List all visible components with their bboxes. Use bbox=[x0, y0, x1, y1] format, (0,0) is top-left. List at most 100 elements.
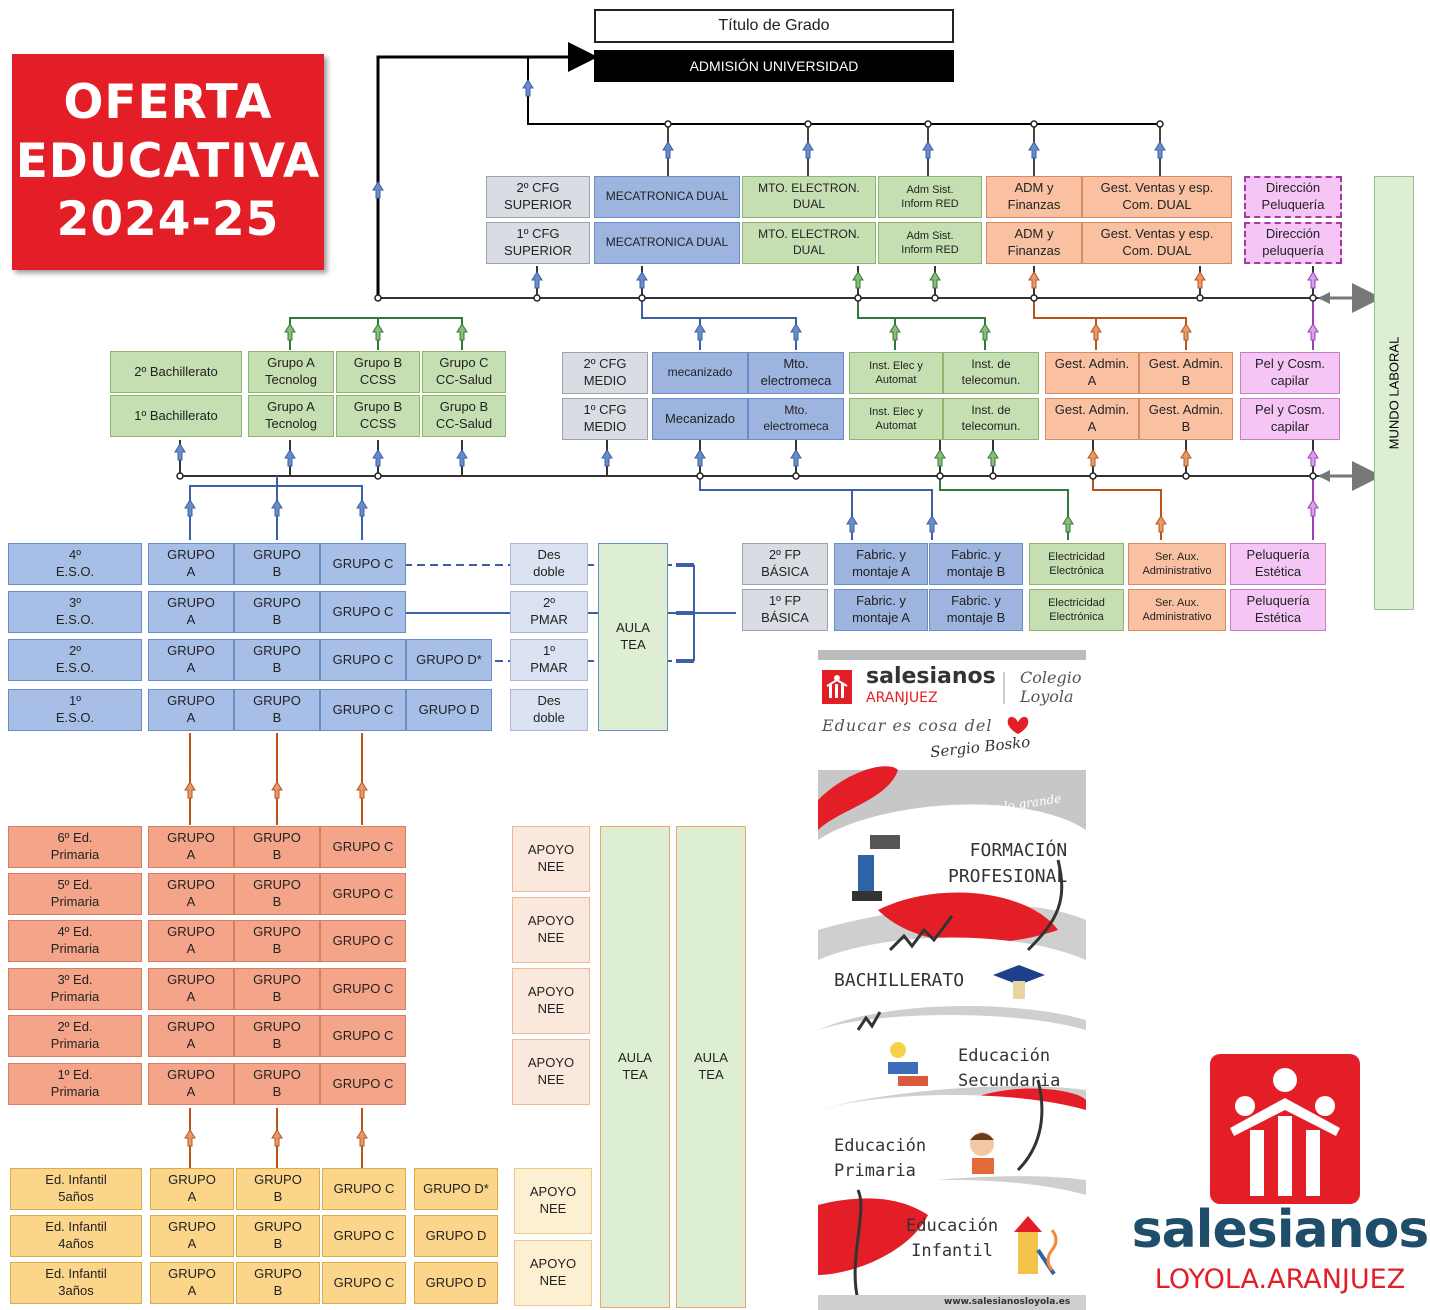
cfg-medio-1-gest-admin-b: Gest. Admin. B bbox=[1139, 398, 1233, 440]
inf-4-grupo-c: GRUPO C bbox=[322, 1215, 406, 1257]
poster-stage-infantil: Educación Infantil bbox=[906, 1216, 999, 1261]
cfg-superior-2-direccion-peluqueria: Dirección Peluquería bbox=[1244, 176, 1342, 218]
cfg-superior-1-adm-finanzas: ADM y Finanzas bbox=[986, 222, 1082, 264]
bach-2-grupo-c: Grupo C CC-Salud bbox=[422, 351, 506, 393]
cfg-superior-1-direccion-peluqueria: Dirección peluquería bbox=[1244, 222, 1342, 264]
fp-basica-1-electricidad: Electricidad Electrónica bbox=[1029, 589, 1124, 631]
cfg-superior-2-mecatronica: MECATRONICA DUAL bbox=[594, 176, 740, 218]
poster-colegio: Colegio Loyola bbox=[1020, 668, 1082, 707]
eso-1-label: 1º E.S.O. bbox=[8, 689, 142, 731]
fp-basica-2-fabric-a: Fabric. y montaje A bbox=[834, 543, 928, 585]
prim-1-grupo-a: GRUPO A bbox=[148, 1063, 234, 1105]
eso-3-grupo-b: GRUPO B bbox=[234, 591, 320, 633]
prim-apoyo-4: APOYO NEE bbox=[512, 1039, 590, 1105]
prim-1-grupo-c: GRUPO C bbox=[320, 1063, 406, 1105]
eso-4-label: 4º E.S.O. bbox=[8, 543, 142, 585]
fp-basica-1-ser-aux: Ser. Aux. Administrativo bbox=[1128, 589, 1226, 631]
inf-3-grupo-c: GRUPO C bbox=[322, 1262, 406, 1304]
inf-5-grupo-c: GRUPO C bbox=[322, 1168, 406, 1210]
cfg-superior-2-mto-electron: MTO. ELECTRON. DUAL bbox=[742, 176, 876, 218]
prim-aula-tea-1: AULA TEA bbox=[600, 826, 670, 1308]
inf-5-label: Ed. Infantil 5años bbox=[10, 1168, 142, 1210]
inf-3-label: Ed. Infantil 3años bbox=[10, 1262, 142, 1304]
cfg-medio-1-label: 1º CFG MEDIO bbox=[562, 398, 648, 440]
inf-4-grupo-d: GRUPO D bbox=[414, 1215, 498, 1257]
eso-2-grupo-c: GRUPO C bbox=[320, 639, 406, 681]
cfg-medio-1-gest-admin-a: Gest. Admin. A bbox=[1045, 398, 1139, 440]
eso-1-grupo-c: GRUPO C bbox=[320, 689, 406, 731]
prim-3-label: 3º Ed. Primaria bbox=[8, 968, 142, 1010]
prim-2-grupo-a: GRUPO A bbox=[148, 1015, 234, 1057]
cfg-medio-2-mecanizado: mecanizado bbox=[652, 352, 748, 394]
prim-1-grupo-b: GRUPO B bbox=[234, 1063, 320, 1105]
fp-basica-2-peluqueria: Peluquería Estética bbox=[1230, 543, 1326, 585]
poster-stage-bachillerato: BACHILLERATO bbox=[834, 970, 965, 991]
inf-apoyo-1: APOYO NEE bbox=[514, 1168, 592, 1234]
salesianos-logo-word: salesianos bbox=[1131, 1200, 1430, 1260]
eso-3-grupo-c: GRUPO C bbox=[320, 591, 406, 633]
inf-5-grupo-d: GRUPO D* bbox=[414, 1168, 498, 1210]
bach-1-grupo-c: Grupo B CC-Salud bbox=[422, 395, 506, 437]
eso-2-grupo-d: GRUPO D* bbox=[406, 639, 492, 681]
cfg-superior-1-mto-electron: MTO. ELECTRON. DUAL bbox=[742, 222, 876, 264]
prim-4-label: 4º Ed. Primaria bbox=[8, 920, 142, 962]
inf-4-grupo-b: GRUPO B bbox=[236, 1215, 320, 1257]
inf-3-grupo-b: GRUPO B bbox=[236, 1262, 320, 1304]
prim-6-grupo-b: GRUPO B bbox=[234, 826, 320, 868]
cfg-medio-2-gest-admin-b: Gest. Admin. B bbox=[1139, 352, 1233, 394]
cfg-medio-2-label: 2º CFG MEDIO bbox=[562, 352, 648, 394]
poster-stage-secundaria: Educación Secundaria bbox=[958, 1046, 1061, 1091]
cfg-medio-2-mto-electromeca: Mto. electromeca bbox=[748, 352, 844, 394]
fp-basica-1-peluqueria: Peluquería Estética bbox=[1230, 589, 1326, 631]
fp-basica-2-ser-aux: Ser. Aux. Administrativo bbox=[1128, 543, 1226, 585]
prim-5-label: 5º Ed. Primaria bbox=[8, 873, 142, 915]
inf-5-grupo-a: GRUPO A bbox=[150, 1168, 234, 1210]
prim-aula-tea-2: AULA TEA bbox=[676, 826, 746, 1308]
cfg-medio-2-inst-elec: Inst. Elec y Automat bbox=[849, 352, 943, 394]
cfg-superior-2-gest-ventas: Gest. Ventas y esp. Com. DUAL bbox=[1082, 176, 1232, 218]
fp-basica-1-label: 1º FP BÁSICA bbox=[742, 589, 828, 631]
admision-universidad-box: ADMISIÓN UNIVERSIDAD bbox=[594, 50, 954, 82]
prim-apoyo-3: APOYO NEE bbox=[512, 968, 590, 1034]
poster-url: www.salesianosloyola.es bbox=[944, 1297, 1071, 1307]
prim-apoyo-2: APOYO NEE bbox=[512, 897, 590, 963]
inf-3-grupo-d: GRUPO D bbox=[414, 1262, 498, 1304]
poster-stage-primaria: Educación Primaria bbox=[834, 1136, 927, 1181]
eso-4-grupo-c: GRUPO C bbox=[320, 543, 406, 585]
prim-1-label: 1º Ed. Primaria bbox=[8, 1063, 142, 1105]
school-poster: salesianos ARANJUEZ Colegio Loyola Educa… bbox=[818, 650, 1086, 1310]
eso-2-label: 2º E.S.O. bbox=[8, 639, 142, 681]
poster-motto: Educar es cosa del bbox=[822, 716, 993, 735]
bach-2-grupo-b: Grupo B CCSS bbox=[336, 351, 420, 393]
cfg-medio-2-inst-telecom: Inst. de telecomun. bbox=[943, 352, 1039, 394]
prim-4-grupo-a: GRUPO A bbox=[148, 920, 234, 962]
inf-4-label: Ed. Infantil 4años bbox=[10, 1215, 142, 1257]
cfg-superior-2-label: 2º CFG SUPERIOR bbox=[486, 176, 590, 218]
eso-3-grupo-a: GRUPO A bbox=[148, 591, 234, 633]
prim-2-grupo-c: GRUPO C bbox=[320, 1015, 406, 1057]
eso-3-pmar: 2º PMAR bbox=[510, 591, 588, 633]
eso-4-desdoble: Des doble bbox=[510, 543, 588, 585]
cfg-medio-1-mto-electromeca: Mto. electromeca bbox=[748, 398, 844, 440]
inf-3-grupo-a: GRUPO A bbox=[150, 1262, 234, 1304]
cfg-medio-2-gest-admin-a: Gest. Admin. A bbox=[1045, 352, 1139, 394]
prim-4-grupo-b: GRUPO B bbox=[234, 920, 320, 962]
prim-2-grupo-b: GRUPO B bbox=[234, 1015, 320, 1057]
inf-4-grupo-a: GRUPO A bbox=[150, 1215, 234, 1257]
eso-aula-tea: AULA TEA bbox=[598, 543, 668, 731]
inf-5-grupo-b: GRUPO B bbox=[236, 1168, 320, 1210]
bach-1-grupo-b: Grupo B CCSS bbox=[336, 395, 420, 437]
salesianos-logo-icon bbox=[1210, 1054, 1360, 1204]
prim-3-grupo-c: GRUPO C bbox=[320, 968, 406, 1010]
mundo-laboral-box: MUNDO LABORAL bbox=[1374, 176, 1414, 610]
cfg-medio-1-pel-cosm: Pel y Cosm. capilar bbox=[1240, 398, 1340, 440]
poster-brand-sub: ARANJUEZ bbox=[866, 690, 938, 706]
cfg-superior-1-adm-sist: Adm Sist. Inform RED bbox=[878, 222, 982, 264]
cfg-medio-1-inst-telecom: Inst. de telecomun. bbox=[943, 398, 1039, 440]
prim-4-grupo-c: GRUPO C bbox=[320, 920, 406, 962]
prim-3-grupo-b: GRUPO B bbox=[234, 968, 320, 1010]
eso-1-desdoble: Des doble bbox=[510, 689, 588, 731]
fp-basica-2-fabric-b: Fabric. y montaje B bbox=[929, 543, 1023, 585]
prim-apoyo-1: APOYO NEE bbox=[512, 826, 590, 892]
